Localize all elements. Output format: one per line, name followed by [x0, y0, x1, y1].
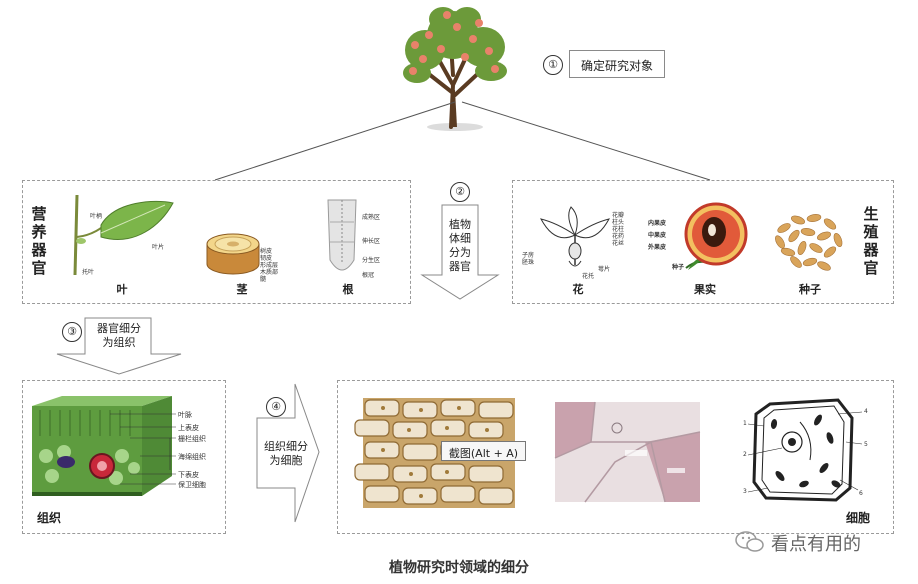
cells-box [337, 380, 894, 534]
tissue-callout-6: 保卫细胞 [178, 481, 206, 489]
vegetative-organs-box [22, 180, 411, 304]
flower-illustration [540, 206, 610, 267]
flower-callout-6: 子房 [522, 252, 535, 259]
tissue-box [22, 380, 226, 534]
stem-illustration [206, 233, 260, 275]
tissue-callout-4: 海绵组织 [178, 453, 206, 461]
cell-number-3: 3 [743, 488, 747, 495]
step-3-label: 器官细分为组织 [97, 322, 141, 349]
flower-callout-7: 胚珠 [522, 259, 535, 266]
watermark-text: 看点有用的 [771, 534, 861, 555]
fruit-inner-label: 内果皮 [648, 220, 667, 227]
flower-callout-8: 萼片 [598, 266, 611, 273]
stem-callout-2: 韧皮 [260, 255, 273, 262]
leaf-illustration [73, 194, 174, 276]
tissue-callout-1: 叶脉 [178, 411, 192, 419]
tree-illustration [403, 7, 507, 131]
stem-callout-1: 树皮 [260, 248, 273, 255]
step-4-label: 组织细分为细胞 [264, 440, 308, 467]
leaf-label: 叶 [116, 283, 128, 296]
leaf-blade-label: 叶片 [152, 244, 165, 251]
flower-callout-5: 花丝 [612, 240, 625, 247]
flower-callout-3: 花柱 [612, 226, 625, 233]
leaf-tissue-illustration [32, 396, 172, 496]
step-1-label: 确定研究对象 [580, 59, 653, 73]
step-1-label-box: 确定研究对象 [569, 50, 665, 78]
stem-callout-5: 髓 [260, 276, 267, 283]
flower-callout-9: 花托 [582, 273, 595, 280]
cell-number-5: 5 [864, 441, 868, 448]
step-3-arrow [56, 317, 182, 375]
screenshot-tooltip-text: 截图(Alt + A) [448, 447, 519, 460]
stem-callout-4: 木质部 [260, 269, 279, 276]
fruit-outer-label: 外果皮 [648, 244, 667, 251]
cell-number-4: 4 [864, 408, 868, 415]
root-callout-2: 伸长区 [362, 238, 381, 245]
cell-number-2: 2 [743, 451, 747, 458]
step-4-number: ④ [266, 397, 286, 417]
diagram-caption: 植物研究时领域的细分 [389, 560, 529, 576]
root-callout-3: 分生区 [362, 257, 381, 264]
root-illustration [327, 199, 357, 271]
screenshot-tooltip: 截图(Alt + A) [441, 441, 526, 461]
wechat-icon [735, 531, 764, 552]
step-2-arrow [420, 204, 500, 300]
tissue-callout-2: 上表皮 [178, 424, 199, 432]
cell-label: 细胞 [845, 511, 870, 525]
leaf-stipule-label: 托叶 [82, 269, 95, 276]
plant-cell-diagram [747, 398, 863, 502]
root-label: 根 [342, 283, 354, 296]
seeds-illustration [775, 214, 843, 271]
seed-label: 种子 [799, 283, 821, 296]
stem-callout-3: 形成层 [260, 262, 279, 269]
tissue-callout-3: 栅栏组织 [178, 435, 206, 443]
fruit-seed-label: 种子 [672, 264, 685, 271]
cell-number-6: 6 [859, 490, 863, 497]
root-callout-4: 根冠 [362, 272, 375, 279]
watermark: 看点有用的 [733, 528, 893, 556]
flower-callout-2: 柱头 [612, 219, 625, 226]
tissue-callout-5: 下表皮 [178, 471, 199, 479]
vegetative-organs-title: 营养器官 [31, 205, 47, 277]
reproductive-organs-box [512, 180, 894, 304]
tissue-label: 组织 [36, 511, 61, 525]
cell-number-1: 1 [743, 420, 747, 427]
step-2-number: ② [450, 182, 470, 202]
stained-cells-micrograph [554, 401, 701, 503]
stem-label: 茎 [236, 283, 248, 296]
flower-callout-4: 花药 [612, 233, 625, 240]
step-1-number: ① [543, 55, 563, 75]
step-4-arrow [256, 383, 320, 523]
leaf-petiole-label: 叶柄 [90, 213, 103, 220]
flower-label: 花 [572, 283, 584, 296]
fruit-middle-label: 中果皮 [648, 232, 667, 239]
reproductive-organs-title: 生殖器官 [863, 205, 879, 277]
step-3-number: ③ [62, 322, 82, 342]
root-callout-1: 成熟区 [362, 214, 381, 221]
flower-callout-1: 花瓣 [612, 212, 625, 219]
fruit-label: 果实 [694, 283, 716, 296]
fruit-illustration [684, 202, 748, 270]
step-2-label: 植物体细分为器官 [449, 218, 471, 273]
